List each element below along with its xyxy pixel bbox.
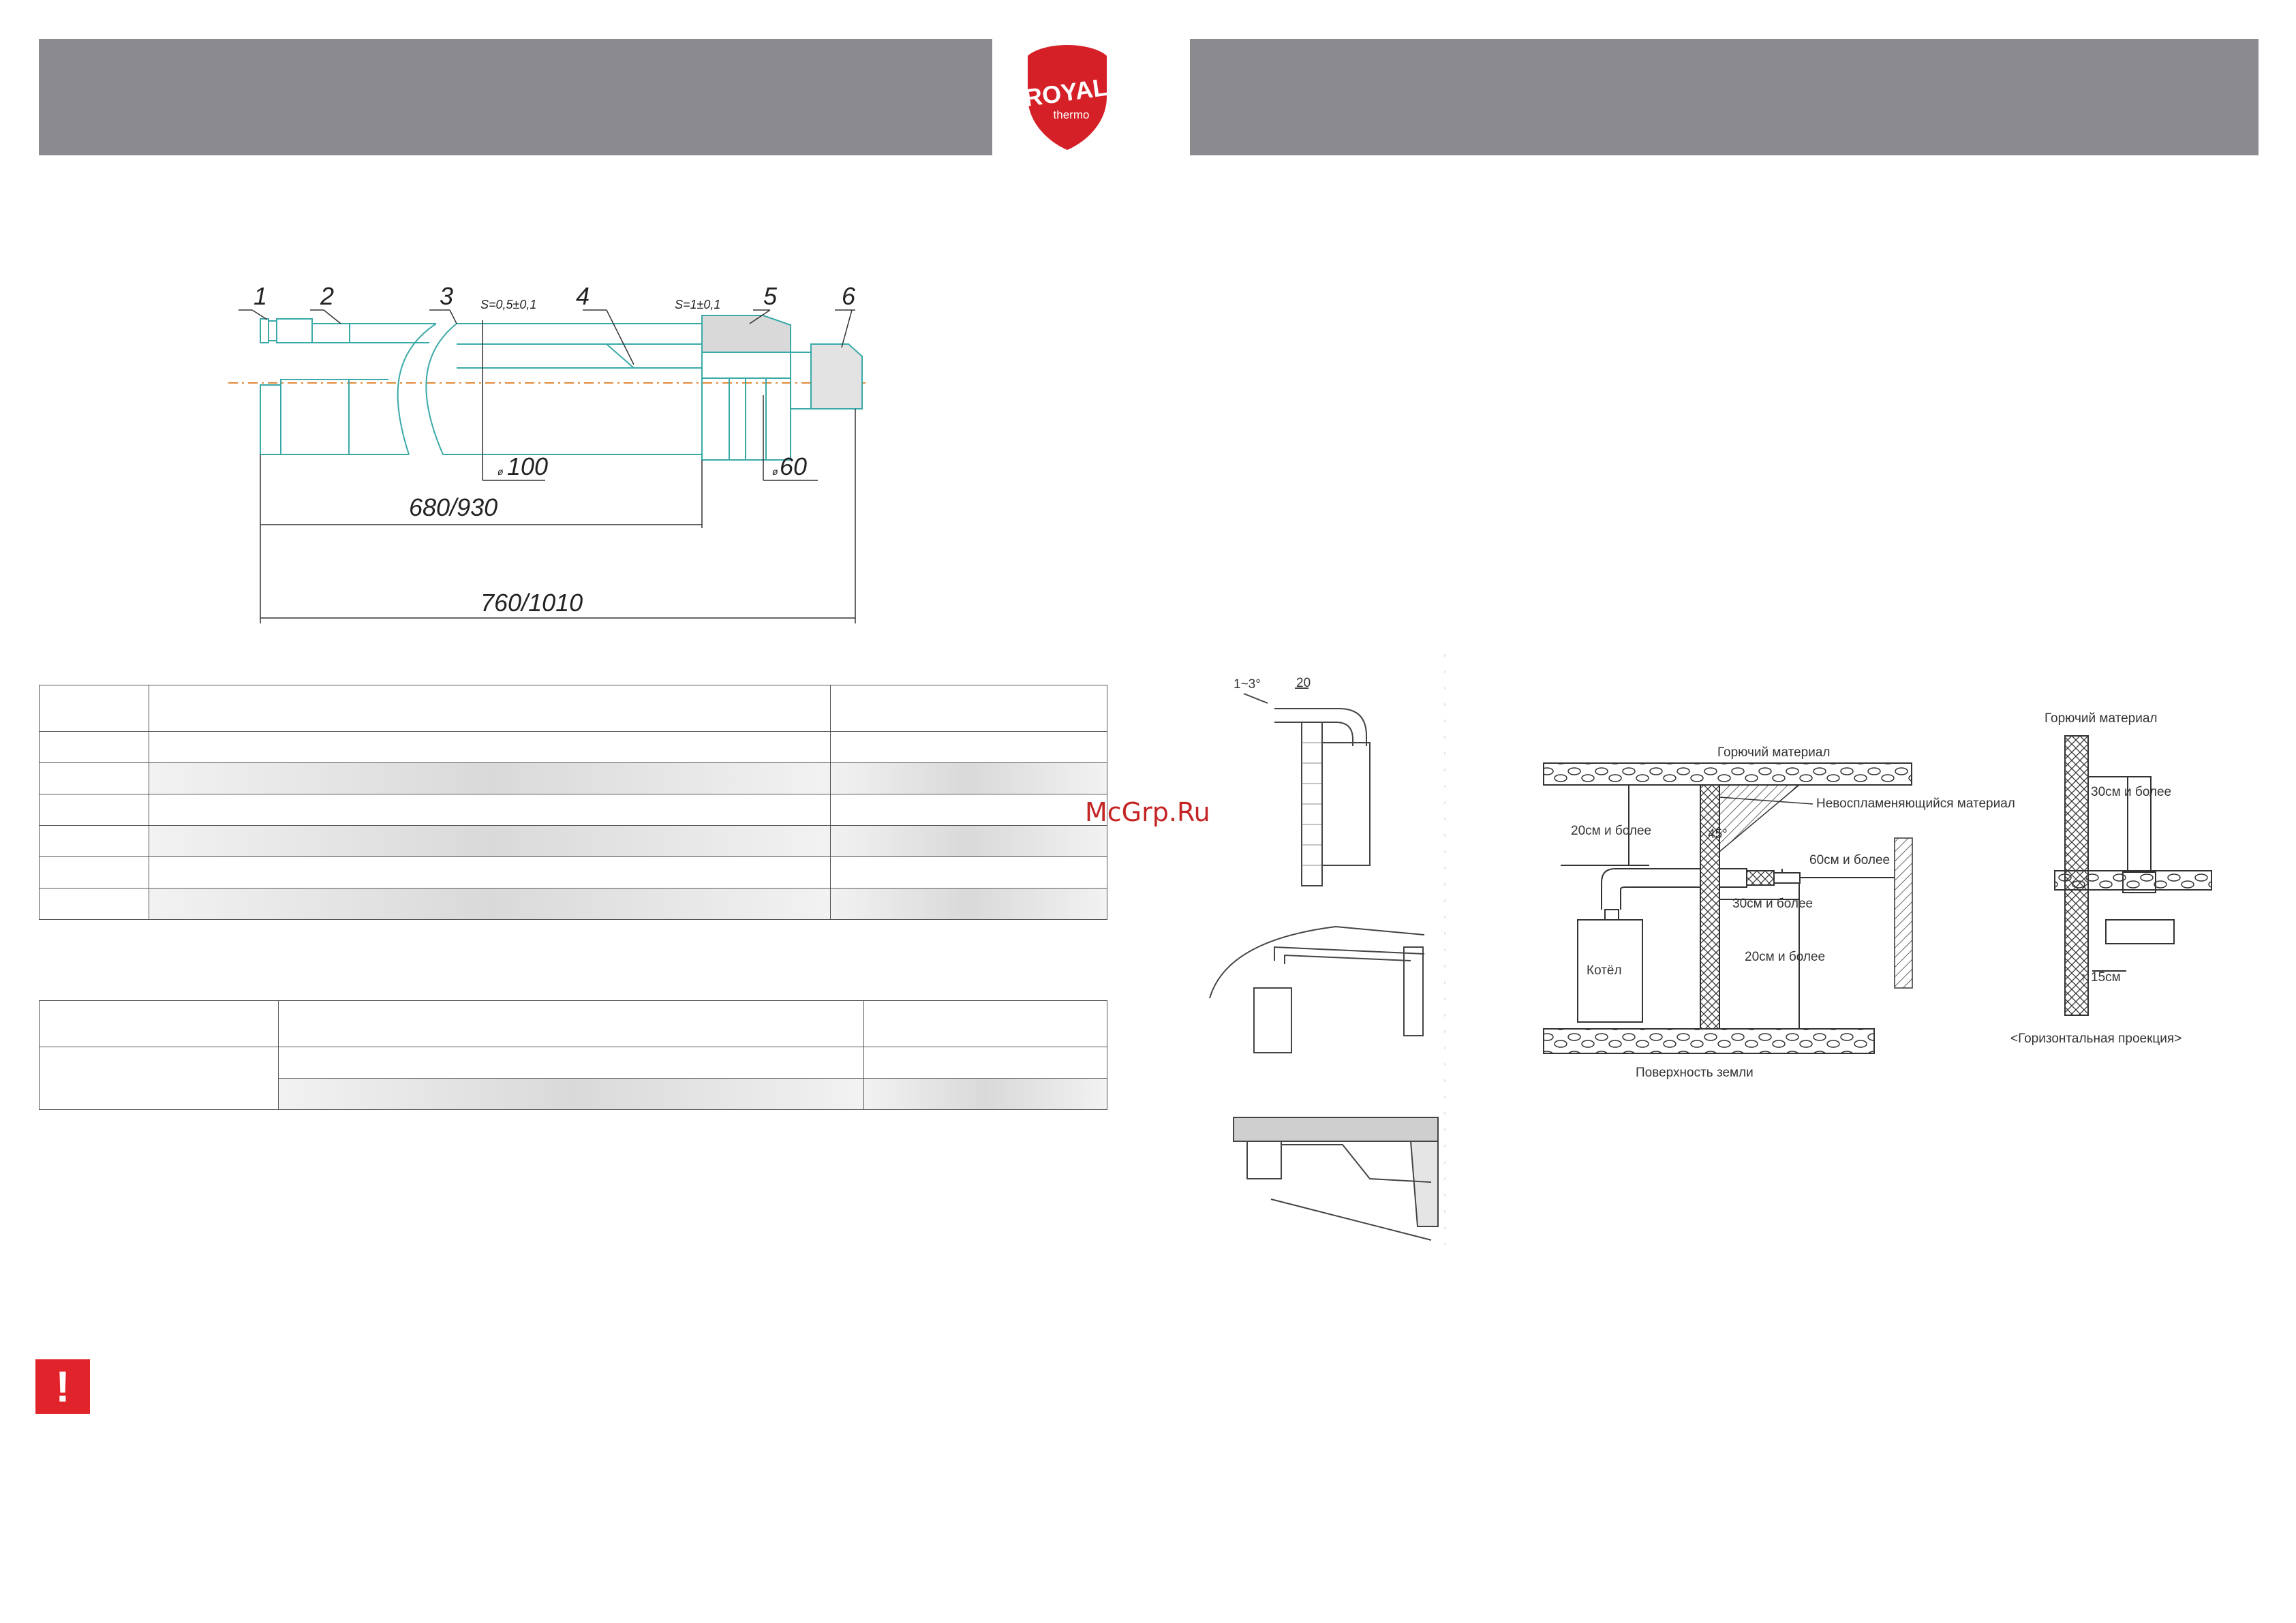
label-dist-30-right: 30см и более [2091, 785, 2171, 799]
logo-subtext: thermo [1054, 108, 1090, 121]
label-dist-60: 60см и более [1809, 853, 1890, 867]
label-dist-15: 15см [2091, 970, 2121, 985]
length-760-1010: 760/1010 [480, 589, 583, 617]
svg-text:ø: ø [498, 466, 504, 477]
label-dist-30: 30см и более [1732, 897, 1813, 911]
kit-table [39, 1000, 1107, 1110]
label-angle: 45° [1708, 827, 1728, 841]
label-dist-20-bottom: 20см и более [1745, 950, 1825, 964]
watermark: McGrp.Ru [1085, 797, 1210, 827]
label-non-flammable: Невоспламеняющийся материал [1816, 797, 2015, 811]
label-combustible-top: Горючий материал [1717, 745, 1831, 760]
diameter-60: 60 [780, 452, 807, 480]
pipe-drawing: 1 2 3 4 5 6 S=0,5±0,1 S=1±0,1 ø 100 ø 60… [228, 282, 866, 623]
svg-text:ø: ø [772, 466, 778, 477]
header-band-right [1190, 39, 2259, 155]
part-1: 1 [254, 282, 267, 310]
label-combustible-right: Горючий материал [2045, 711, 2158, 726]
table-row [39, 888, 1107, 920]
slope-label: 1~3° [1234, 677, 1261, 692]
length-680-930: 680/930 [409, 493, 498, 521]
table-row [40, 1078, 1107, 1110]
table-row [39, 825, 1107, 857]
tolerance-inner: S=1±0,1 [675, 298, 720, 311]
table-row [39, 1047, 1107, 1110]
slope-diagrams: 1~3° 20 [1209, 654, 1445, 1254]
table-row [39, 762, 1107, 794]
royal-thermo-logo: ROYAL thermo [1023, 45, 1109, 150]
label-ground: Поверхность земли [1636, 1066, 1754, 1080]
part-4: 4 [576, 282, 590, 310]
tolerance-outer: S=0,5±0,1 [480, 298, 536, 311]
svg-text:↑: ↑ [2080, 970, 2087, 985]
table-row [39, 794, 1107, 826]
part-6: 6 [842, 282, 856, 310]
part-2: 2 [320, 282, 334, 310]
installation-diagram: Горючий материал Горючий материал Невосп… [1543, 711, 2212, 1080]
part-3: 3 [440, 282, 453, 310]
diameter-100: 100 [507, 452, 548, 480]
label-boiler: Котёл [1587, 963, 1622, 978]
warning-icon: ! [35, 1359, 90, 1414]
table-row [39, 731, 1107, 763]
header-band-left [39, 39, 992, 155]
table-row [39, 856, 1107, 888]
part-5: 5 [763, 282, 778, 310]
label-dist-20-top: 20см и более [1571, 824, 1651, 838]
components-table [39, 685, 1107, 920]
gap-label: 20 [1296, 676, 1311, 690]
label-horizontal-projection: <Горизонтальная проекция> [2010, 1032, 2182, 1046]
